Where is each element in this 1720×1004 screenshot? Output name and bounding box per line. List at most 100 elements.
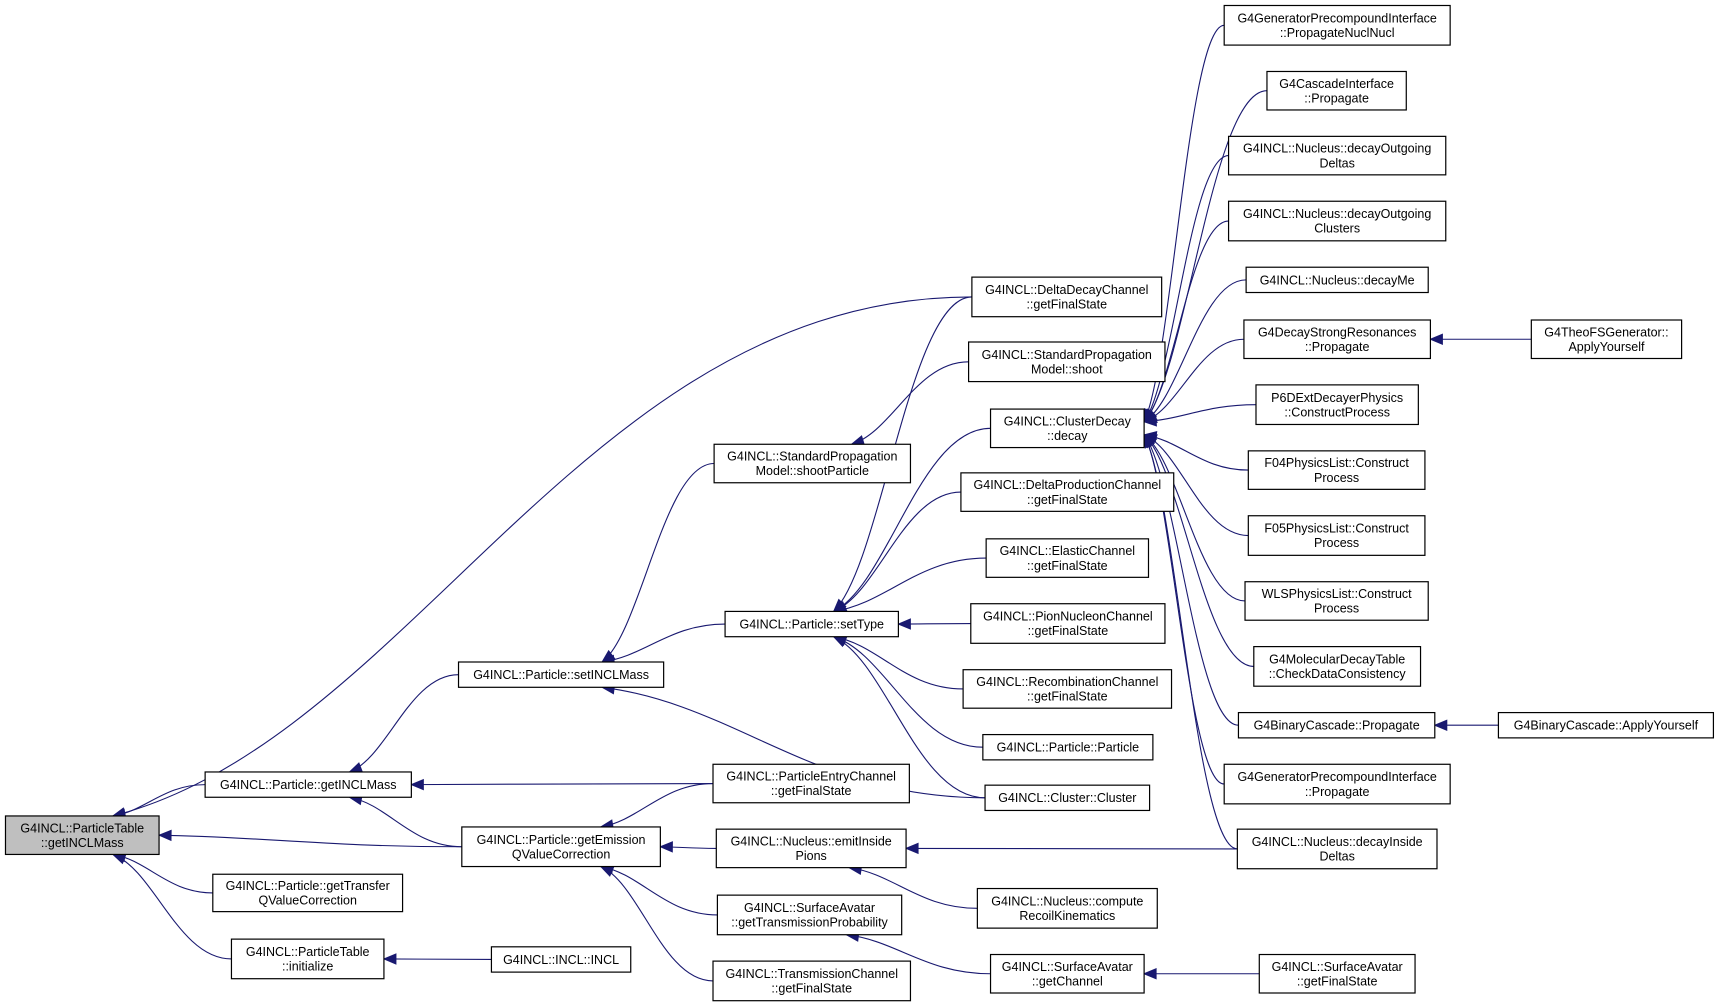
node-setINCLMass[interactable]: G4INCL::Particle::setINCLMass (457, 661, 665, 688)
node-label: G4CascadeInterface (1279, 77, 1394, 91)
node-clusterCtor[interactable]: G4INCL::Cluster::Cluster (984, 784, 1151, 812)
node-label: ::getChannel (1032, 974, 1103, 988)
node-p6d[interactable]: P6DExtDecayerPhysics::ConstructProcess (1255, 384, 1419, 426)
node-label: WLSPhysicsList::Construct (1262, 587, 1413, 601)
node-label: G4INCL::Particle::setINCLMass (473, 668, 649, 682)
node-label: Process (1314, 536, 1359, 550)
edge-surfChannel-to-surfTrans (846, 934, 991, 975)
node-label: ::Propagate (1305, 340, 1370, 354)
edge-clusterCtor-to-setType (833, 636, 986, 799)
edge-ptInitialize-to-root (112, 853, 232, 960)
node-label: F05PhysicsList::Construct (1264, 522, 1409, 536)
node-inclINCL[interactable]: G4INCL::INCL::INCL (490, 946, 632, 973)
node-elastic[interactable]: G4INCL::ElasticChannel::getFinalState (985, 538, 1150, 578)
node-box (1497, 711, 1715, 739)
arrowhead (382, 953, 397, 965)
node-wls[interactable]: WLSPhysicsList::ConstructProcess (1244, 581, 1429, 621)
node-label: G4INCL::Particle::getEmission (477, 833, 646, 847)
node-particleCtor[interactable]: G4INCL::Particle::Particle (982, 733, 1154, 761)
arrowhead (157, 829, 172, 842)
node-box (1227, 135, 1447, 176)
node-label: Model::shoot (1031, 362, 1103, 376)
node-entryChannel[interactable]: G4INCL::ParticleEntryChannel::getFinalSt… (712, 763, 910, 804)
edge-decayClusters-to-clusterDecay (1143, 220, 1229, 423)
node-cascadeProp[interactable]: G4CascadeInterface::Propagate (1266, 70, 1407, 111)
edge-transChannel-to-getEmission (600, 866, 714, 982)
node-label: G4INCL::Nucleus::decayOutgoing (1243, 142, 1431, 156)
node-f04[interactable]: F04PhysicsList::ConstructProcess (1247, 450, 1426, 490)
node-strongRes[interactable]: G4DecayStrongResonances::Propagate (1243, 319, 1432, 360)
call-graph-edges (111, 24, 1532, 982)
node-molecular[interactable]: G4MolecularDecayTable::CheckDataConsiste… (1253, 646, 1422, 687)
node-box (1255, 384, 1419, 426)
node-label: QValueCorrection (512, 847, 610, 861)
node-box (1530, 319, 1683, 360)
node-deltaDecay[interactable]: G4INCL::DeltaDecayChannel::getFinalState (971, 276, 1163, 318)
node-transChannel[interactable]: G4INCL::TransmissionChannel::getFinalSta… (712, 960, 912, 1002)
node-setType[interactable]: G4INCL::Particle::setType (724, 610, 899, 638)
node-getINCLMass[interactable]: G4INCL::Particle::getINCLMass (204, 771, 412, 798)
node-decayMe[interactable]: G4INCL::Nucleus::decayMe (1245, 266, 1429, 294)
node-label: G4INCL::INCL::INCL (503, 953, 619, 967)
node-binaryProp[interactable]: G4BinaryCascade::Propagate (1237, 711, 1436, 739)
node-surfTrans[interactable]: G4INCL::SurfaceAvatar::getTransmissionPr… (716, 894, 903, 936)
node-label: G4INCL::DeltaDecayChannel (985, 283, 1148, 297)
node-getEmission[interactable]: G4INCL::Particle::getEmissionQValueCorre… (461, 826, 661, 868)
node-theoFS[interactable]: G4TheoFSGenerator::ApplyYourself (1530, 319, 1683, 360)
edge-f04-to-clusterDecay (1144, 434, 1249, 471)
node-box (230, 938, 385, 980)
node-clusterDecay[interactable]: G4INCL::ClusterDecay::decay (989, 408, 1145, 449)
node-box (716, 894, 903, 936)
node-box (1223, 763, 1451, 805)
node-box (989, 953, 1145, 994)
node-recomb[interactable]: G4INCL::RecombinationChannel::getFinalSt… (962, 669, 1173, 709)
node-gpiProp[interactable]: G4GeneratorPrecompoundInterface::Propaga… (1223, 763, 1451, 805)
node-shootParticle[interactable]: G4INCL::StandardPropagationModel::shootP… (713, 443, 912, 484)
node-binaryApply[interactable]: G4BinaryCascade::ApplyYourself (1497, 711, 1715, 739)
edge-surfTrans-to-getEmission (600, 865, 718, 916)
node-label: G4TheoFSGenerator:: (1544, 325, 1668, 339)
node-gpiNuclNucl[interactable]: G4GeneratorPrecompoundInterface::Propaga… (1223, 4, 1451, 46)
node-getTransfer[interactable]: G4INCL::Particle::getTransferQValueCorre… (212, 873, 404, 913)
edge-binaryProp-to-clusterDecay (1143, 434, 1239, 726)
node-label: Pions (796, 849, 827, 863)
edge-recomb-to-setType (833, 636, 964, 690)
node-box (724, 610, 899, 638)
node-deltaProd[interactable]: G4INCL::DeltaProductionChannel::getFinal… (960, 472, 1175, 512)
node-label: ::getFinalState (1027, 690, 1108, 704)
node-label: Clusters (1314, 222, 1360, 236)
node-label: G4INCL::StandardPropagation (727, 450, 897, 464)
edge-shoot-to-shootParticle (851, 361, 969, 445)
arrowhead (1142, 415, 1157, 427)
node-f05[interactable]: F05PhysicsList::ConstructProcess (1247, 515, 1426, 556)
node-label: G4INCL::RecombinationChannel (976, 675, 1158, 689)
node-box (4, 815, 160, 856)
node-ptInitialize[interactable]: G4INCL::ParticleTable::initialize (230, 938, 385, 980)
node-box (212, 873, 404, 913)
node-surfChannel[interactable]: G4INCL::SurfaceAvatar::getChannel (989, 953, 1145, 994)
node-label: G4INCL::ClusterDecay (1004, 414, 1132, 428)
node-label: G4INCL::Particle::Particle (997, 741, 1139, 755)
node-box (715, 828, 907, 869)
arrowhead (897, 618, 911, 630)
edge-strongRes-to-clusterDecay (1143, 338, 1244, 423)
edge-entryChannel-to-getEmission (600, 782, 714, 828)
node-root[interactable]: G4INCL::ParticleTable::getINCLMass (4, 815, 160, 856)
edge-deltaDecay-to-root (112, 296, 972, 817)
node-label: Deltas (1319, 156, 1354, 170)
arrowhead (904, 842, 919, 855)
node-box (967, 341, 1166, 383)
arrowhead (1142, 968, 1157, 980)
node-label: G4INCL::StandardPropagation (982, 348, 1152, 362)
node-label: G4INCL::ElasticChannel (1000, 544, 1135, 558)
node-pionNucleon[interactable]: G4INCL::PionNucleonChannel::getFinalStat… (970, 603, 1166, 644)
node-surfFinal[interactable]: G4INCL::SurfaceAvatar::getFinalState (1258, 953, 1416, 994)
edge-entryChannel-to-getINCLMass (411, 782, 714, 786)
node-label: Process (1314, 471, 1359, 485)
